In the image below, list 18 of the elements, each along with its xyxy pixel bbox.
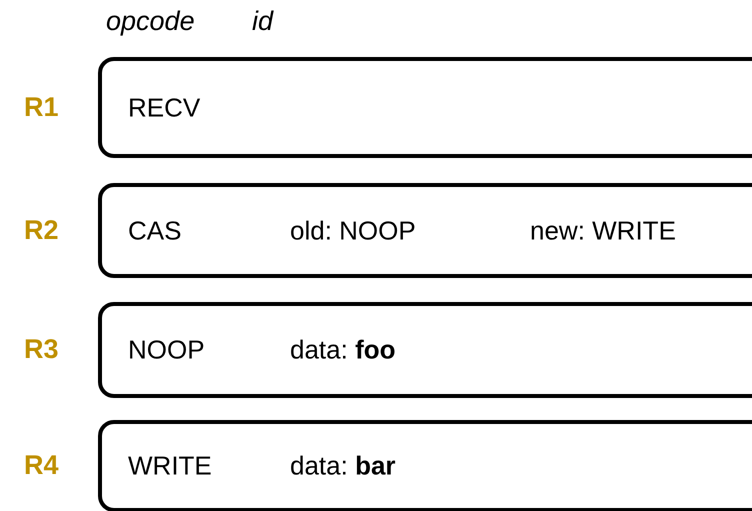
row-label: R2 bbox=[24, 214, 59, 246]
field-text: new: WRITE bbox=[530, 215, 676, 246]
record-box bbox=[98, 302, 752, 398]
field-text: data: bar bbox=[290, 450, 396, 482]
row-label: R3 bbox=[24, 334, 59, 365]
record-box bbox=[98, 183, 752, 278]
column-header: id bbox=[252, 6, 274, 37]
opcode-text: WRITE bbox=[128, 450, 212, 482]
column-header: opcode bbox=[106, 6, 195, 37]
record-box bbox=[98, 420, 752, 511]
field-text: old: NOOP bbox=[290, 215, 416, 246]
opcode-text: CAS bbox=[128, 215, 182, 246]
field-text: data: foo bbox=[290, 334, 396, 366]
record-box bbox=[98, 57, 752, 158]
opcode-text: NOOP bbox=[128, 334, 205, 366]
row-label: R4 bbox=[24, 450, 59, 481]
row-label: R1 bbox=[24, 92, 59, 122]
opcode-text: RECV bbox=[128, 92, 200, 123]
